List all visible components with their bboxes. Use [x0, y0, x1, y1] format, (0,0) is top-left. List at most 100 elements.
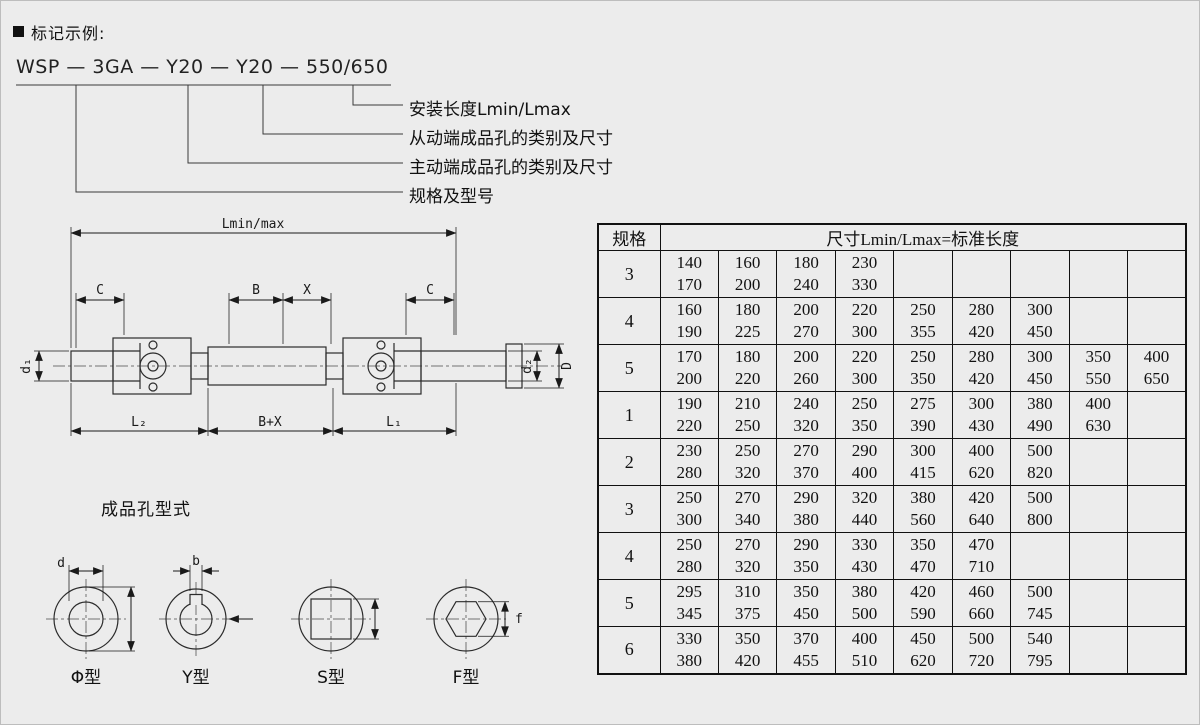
value-cell: [1127, 250, 1187, 298]
spec-cell: 3: [597, 485, 661, 533]
spec-cell: 2: [597, 438, 661, 486]
hole-label-s: S型: [317, 668, 345, 688]
value-cell: [893, 250, 953, 298]
shaft-body: [70, 337, 523, 395]
hole-label-y: Y型: [181, 668, 209, 688]
leader-driven-end: [262, 85, 403, 135]
dim-d1-label: d₁: [19, 358, 34, 374]
spec-cell: 6: [597, 626, 661, 674]
value-cell: [1127, 391, 1187, 439]
hole-type-f: f: [426, 579, 523, 659]
spec-cell: 3: [597, 250, 661, 298]
callout-spec-model: 规格及型号: [409, 187, 494, 207]
leader-install-length: [352, 85, 403, 106]
hole-type-y: b: [159, 554, 253, 656]
callout-install-length: 安装长度Lmin/Lmax: [409, 100, 571, 120]
hole-types-diagrams: d b: [46, 554, 523, 688]
dim-d2-label: d₂: [520, 358, 535, 374]
dim-c-left-label: C: [96, 283, 104, 298]
hole-label-phi: Φ型: [71, 668, 101, 688]
y-dim-label: b: [192, 554, 200, 569]
dim-overall-label: Lmin/max: [222, 217, 285, 232]
hole-type-s: [291, 579, 379, 659]
value-cell: [1068, 532, 1129, 580]
spec-header: 规格: [597, 223, 661, 251]
value-cell: [1010, 532, 1070, 580]
value-cell: [1127, 485, 1187, 533]
dim-l1-label: L₁: [386, 415, 402, 430]
dim-bx-label: B+X: [258, 415, 282, 430]
value-cell: [1010, 250, 1070, 298]
f-dim-label: f: [515, 612, 523, 627]
callout-driving-end: 主动端成品孔的类别及尺寸: [409, 158, 613, 178]
dim-x-label: X: [303, 283, 311, 298]
size-header: 尺寸Lmin/Lmax=标准长度: [659, 223, 1187, 251]
dimension-lines: [35, 229, 563, 435]
dim-c-right-label: C: [426, 283, 434, 298]
value-cell: [1068, 297, 1129, 345]
extension-lines: [34, 227, 564, 436]
section-bullet-icon: [13, 26, 24, 37]
hole-types-title: 成品孔型式: [101, 500, 191, 520]
value-cell: [1068, 250, 1129, 298]
spec-cell: 4: [597, 297, 661, 345]
value-cell: [1068, 485, 1129, 533]
section-title: 标记示例:: [31, 24, 106, 43]
value-cell: [1068, 626, 1129, 674]
value-cell: [1127, 438, 1187, 486]
